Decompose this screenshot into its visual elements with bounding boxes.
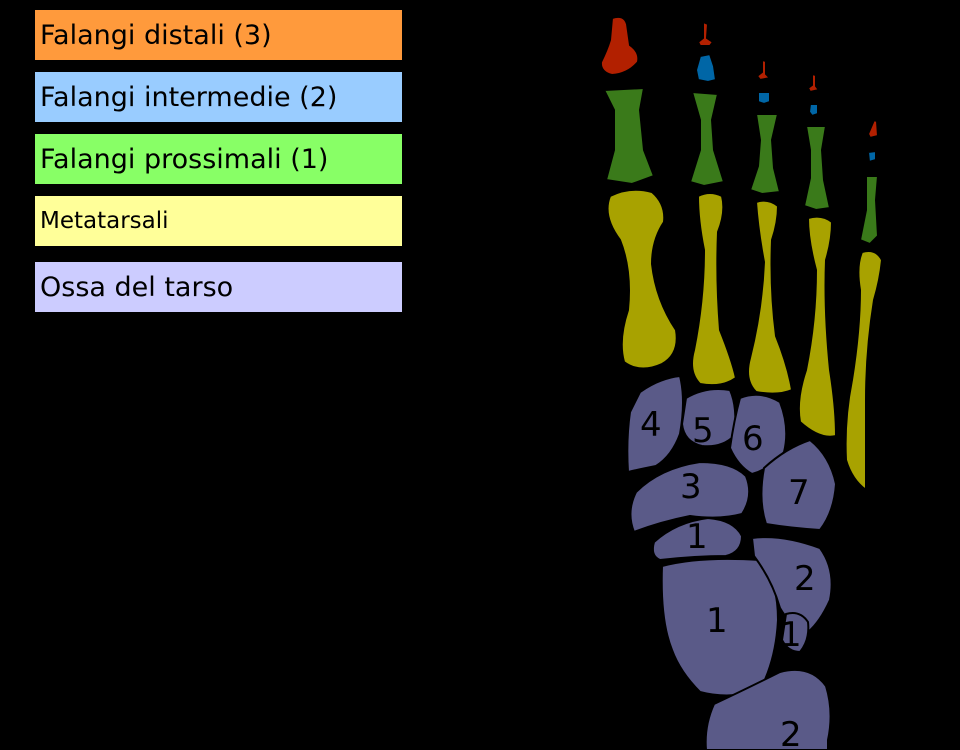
tarsal-label-1c: 1: [780, 615, 802, 655]
tarsal-bone-1-small: [780, 612, 810, 654]
distal-phalanx-1: [599, 15, 640, 77]
tarsal-label-3: 3: [680, 467, 702, 507]
legend-intermediate-phalanges: Falangi intermedie (2): [35, 72, 402, 122]
tarsal-labels-group: 4 5 6 3 7 1 2 1 1 2: [640, 405, 816, 750]
legend-distal-phalanges: Falangi distali (3): [35, 10, 402, 60]
legend-tarsal-bones: Ossa del tarso: [35, 262, 402, 312]
tarsal-label-1b: 1: [706, 601, 728, 641]
metatarsal-2: [691, 192, 738, 387]
proximal-phalanx-5: [858, 175, 880, 246]
metatarsals-group: [606, 188, 884, 492]
tarsal-bone-4: [626, 374, 684, 474]
tarsal-bone-7: [760, 438, 838, 532]
metatarsal-1: [606, 188, 678, 370]
intermediate-phalanx-5: [866, 149, 877, 164]
proximal-phalanges-group: [602, 86, 880, 246]
proximal-phalanx-4: [802, 125, 832, 212]
intermediate-phalanx-4: [807, 103, 819, 118]
intermediate-phalanx-3: [757, 91, 771, 106]
tarsal-bone-1-upper: [651, 516, 744, 562]
distal-phalanx-2: [696, 20, 715, 47]
legend-proximal-phalanges: Falangi prossimali (1): [35, 134, 402, 184]
intermediate-phalanges-group: [694, 52, 877, 164]
tarsal-label-2a: 2: [794, 559, 816, 599]
tarsal-label-6: 6: [742, 419, 764, 459]
tarsal-label-7: 7: [788, 473, 810, 513]
distal-phalanx-4: [806, 72, 821, 94]
proximal-phalanx-1: [602, 86, 656, 186]
tarsal-label-2b: 2: [780, 715, 802, 750]
distal-phalanges-group: [599, 15, 880, 140]
tarsal-label-1a: 1: [686, 517, 708, 557]
legend-metatarsals: Metatarsali: [35, 196, 402, 246]
metatarsal-5: [844, 250, 884, 492]
proximal-phalanx-3: [748, 113, 782, 196]
tarsal-bone-3: [629, 460, 751, 534]
distal-phalanx-5: [866, 118, 880, 140]
tarsal-label-5: 5: [692, 411, 714, 451]
metatarsal-3: [747, 199, 794, 395]
tarsal-bone-2-upper: [750, 536, 833, 634]
tarsal-bones-group: [626, 374, 838, 750]
intermediate-phalanx-2: [694, 52, 718, 84]
metatarsal-4: [797, 215, 838, 438]
distal-phalanx-3: [755, 58, 773, 82]
proximal-phalanx-2: [688, 90, 726, 188]
tarsal-bone-2-lower: [704, 668, 832, 750]
tarsal-label-4: 4: [640, 405, 662, 445]
